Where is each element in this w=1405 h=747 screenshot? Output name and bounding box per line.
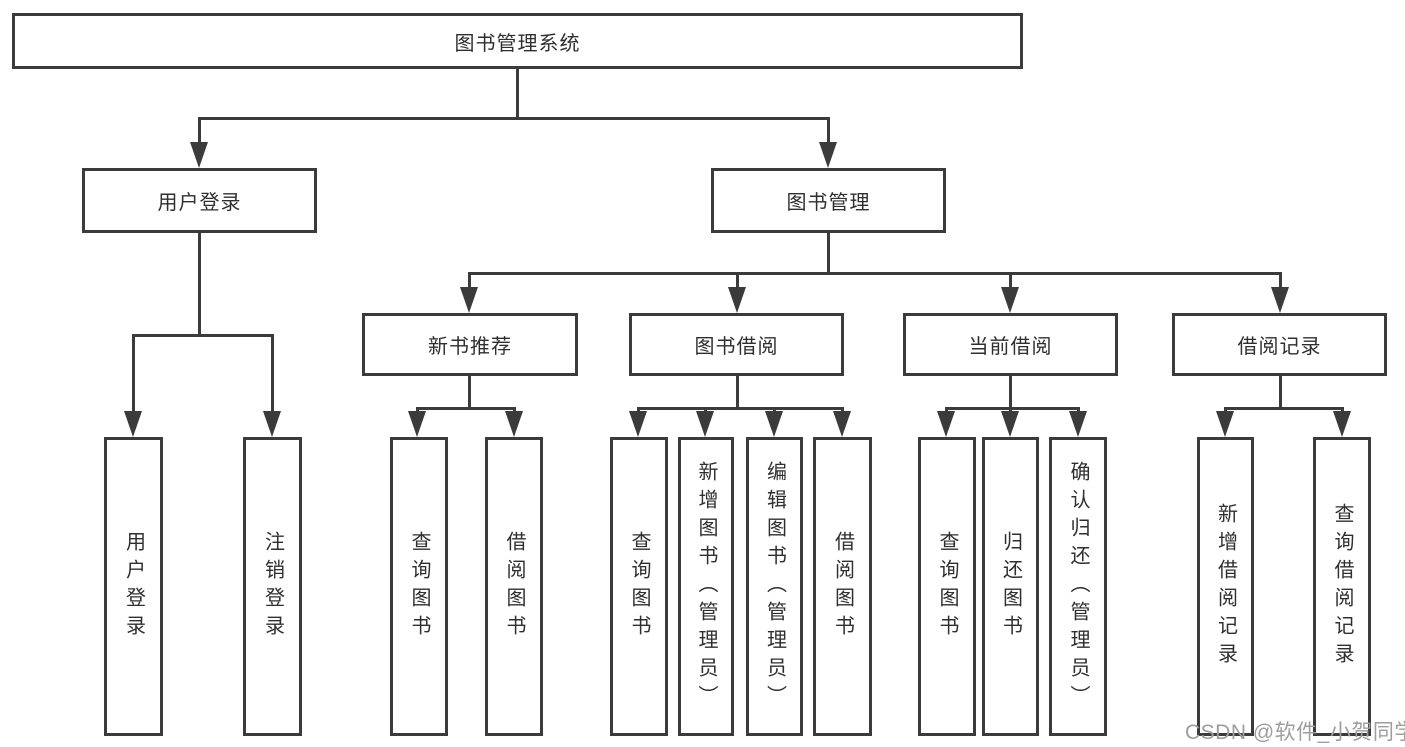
connector-stem-level3 (468, 272, 471, 289)
leaf-query-book-2-label: 查询图书 (628, 530, 650, 643)
arrow-down-icon (629, 411, 647, 437)
connector-stem-leaf (637, 407, 640, 414)
connector-stem-leaf (132, 334, 135, 413)
connector-stem-leaf (513, 407, 516, 414)
node-root-label: 图书管理系统 (454, 32, 581, 55)
connector-book-borrow-drop (736, 376, 739, 409)
connector-stem-leaf (704, 407, 707, 414)
connector-user-login-split (132, 334, 274, 337)
leaf-borrow-book-2-label: 借阅图书 (831, 530, 854, 643)
arrow-down-icon (833, 411, 851, 437)
connector-book-borrow-split (637, 407, 844, 410)
node-new-book-recommend: 新书推荐 (362, 313, 578, 376)
connector-user-login-drop (198, 232, 201, 337)
connector-stem-leaf (1341, 407, 1344, 414)
arrow-down-icon (728, 287, 746, 313)
leaf-query-book-1: 查询图书 (390, 437, 448, 736)
node-current-borrow: 当前借阅 (903, 313, 1118, 376)
connector-stem-level3 (736, 272, 739, 289)
connector-stem-level3 (1009, 272, 1012, 289)
connector-current-borrow-drop (1009, 376, 1012, 409)
leaf-edit-book-admin: 编辑图书（管理员） (746, 437, 803, 736)
leaf-borrow-book-1-label: 借阅图书 (503, 530, 525, 643)
arrow-down-icon (696, 411, 714, 437)
leaf-query-book-2: 查询图书 (610, 437, 668, 736)
connector-root-drop (516, 68, 519, 119)
connector-current-borrow-split (945, 407, 1080, 410)
leaf-query-borrow-record-label: 查询借阅记录 (1331, 502, 1353, 671)
leaf-return-book: 归还图书 (982, 437, 1039, 736)
node-root: 图书管理系统 (12, 13, 1023, 69)
node-borrow-record-label: 借阅记录 (1237, 336, 1322, 358)
arrow-down-icon (505, 411, 523, 437)
leaf-query-borrow-record: 查询借阅记录 (1313, 437, 1371, 736)
leaf-user-login-label: 用户登录 (122, 530, 145, 643)
node-new-book-recommend-label: 新书推荐 (428, 336, 512, 358)
leaf-add-book-admin: 新增图书（管理员） (678, 437, 734, 736)
arrow-down-icon (937, 411, 955, 437)
leaf-confirm-return-admin-label: 确认归还（管理员） (1067, 460, 1089, 713)
arrow-down-icon (1069, 411, 1087, 437)
arrow-down-icon (1333, 411, 1351, 437)
leaf-return-book-label: 归还图书 (999, 530, 1022, 643)
connector-book-mgmt-drop (827, 232, 830, 275)
leaf-edit-book-admin-label: 编辑图书（管理员） (763, 460, 786, 713)
connector-root-split (198, 117, 829, 120)
arrow-down-icon (190, 142, 208, 168)
arrow-down-icon (1001, 411, 1019, 437)
leaf-add-borrow-record: 新增借阅记录 (1197, 437, 1254, 736)
leaf-query-book-1-label: 查询图书 (408, 530, 430, 643)
node-user-login-label: 用户登录 (157, 192, 242, 214)
node-book-management-label: 图书管理 (786, 192, 871, 214)
connector-new-book-drop (468, 376, 471, 409)
connector-stem-leaf (1077, 407, 1080, 414)
connector-stem-leaf (945, 407, 948, 414)
connector-book-mgmt-split (468, 272, 1282, 275)
csdn-watermark: CSDN @软件_小贺同学 (1185, 721, 1405, 744)
connector-stem-leaf (841, 407, 844, 414)
arrow-down-icon (1216, 411, 1234, 437)
arrow-down-icon (124, 411, 142, 437)
leaf-add-book-admin-label: 新增图书（管理员） (695, 460, 717, 713)
leaf-logout-label: 注销登录 (261, 530, 284, 643)
arrow-down-icon (765, 411, 783, 437)
connector-stem-leaf (773, 407, 776, 414)
node-book-borrow-label: 图书借阅 (694, 336, 779, 358)
connector-new-book-split (416, 407, 516, 410)
leaf-add-borrow-record-label: 新增借阅记录 (1214, 502, 1237, 671)
node-borrow-record: 借阅记录 (1172, 313, 1387, 376)
connector-stem-leaf (271, 334, 274, 413)
node-book-borrow: 图书借阅 (629, 313, 844, 376)
leaf-user-login: 用户登录 (104, 437, 163, 736)
connector-borrow-record-drop (1279, 376, 1282, 409)
leaf-query-book-3-label: 查询图书 (936, 530, 958, 643)
connector-stem-leaf (1224, 407, 1227, 414)
connector-borrow-record-split (1224, 407, 1344, 410)
node-current-borrow-label: 当前借阅 (968, 336, 1053, 358)
leaf-borrow-book-1: 借阅图书 (485, 437, 543, 736)
node-book-management: 图书管理 (711, 168, 946, 233)
connector-stem-book-mgmt (827, 117, 830, 144)
arrow-down-icon (408, 411, 426, 437)
leaf-borrow-book-2: 借阅图书 (813, 437, 872, 736)
connector-stem-leaf (416, 407, 419, 414)
leaf-query-book-3: 查询图书 (918, 437, 976, 736)
leaf-logout: 注销登录 (243, 437, 302, 736)
connector-stem-leaf (1009, 407, 1012, 414)
arrow-down-icon (263, 411, 281, 437)
connector-stem-level3 (1279, 272, 1282, 289)
connector-stem-user-login (198, 117, 201, 144)
node-user-login: 用户登录 (82, 168, 317, 233)
arrow-down-icon (1001, 287, 1019, 313)
leaf-confirm-return-admin: 确认归还（管理员） (1049, 437, 1107, 736)
arrow-down-icon (819, 142, 837, 168)
arrow-down-icon (460, 287, 478, 313)
arrow-down-icon (1271, 287, 1289, 313)
